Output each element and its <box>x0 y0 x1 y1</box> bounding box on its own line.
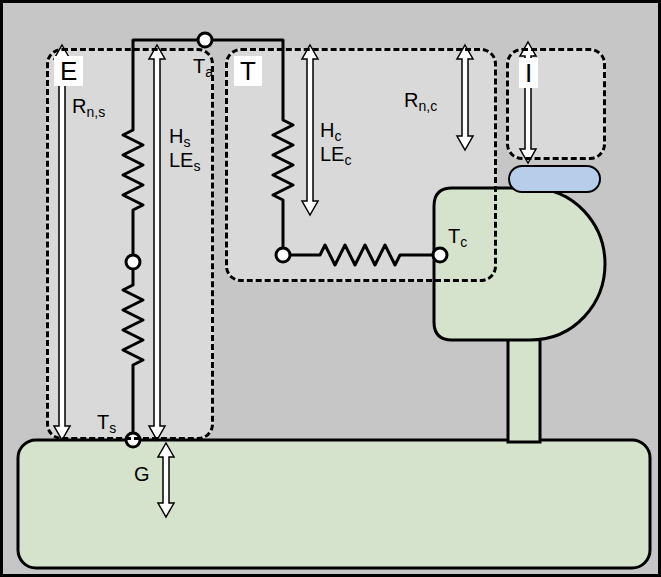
flux-label: Tc <box>448 224 467 250</box>
flux-arrow <box>302 45 318 215</box>
region-heading: E <box>54 56 83 86</box>
intercepted-water <box>509 166 600 192</box>
node-point <box>433 248 447 262</box>
node-point <box>126 433 140 447</box>
flux-arrow <box>457 45 473 150</box>
flux-label: Hc <box>320 118 341 144</box>
ground <box>18 440 650 568</box>
flux-label: LEs <box>169 148 200 174</box>
flux-label: Rn,c <box>404 88 437 114</box>
flux-arrow <box>54 45 70 440</box>
node-point <box>276 248 290 262</box>
flux-label: Rn,s <box>72 94 105 120</box>
node-point <box>198 33 212 47</box>
flux-label: G <box>134 462 150 486</box>
flux-arrow <box>149 45 165 440</box>
flux-label: LEc <box>320 142 351 168</box>
region-fill <box>46 48 214 440</box>
region-heading: I <box>519 58 538 88</box>
flux-label: Ts <box>97 410 116 436</box>
resistor-symbol <box>123 269 143 440</box>
region-fill <box>506 48 606 160</box>
flux-label: Hs <box>169 124 190 150</box>
flux-region: E <box>46 48 214 440</box>
flux-region: I <box>506 48 606 160</box>
flux-arrow <box>158 443 174 517</box>
resistor-symbol <box>290 245 433 265</box>
region-fill <box>225 48 497 282</box>
flux-label: Ta <box>193 54 213 80</box>
node-point <box>126 255 140 269</box>
canopy <box>434 188 605 340</box>
region-heading: T <box>234 56 262 86</box>
trunk <box>508 336 540 442</box>
